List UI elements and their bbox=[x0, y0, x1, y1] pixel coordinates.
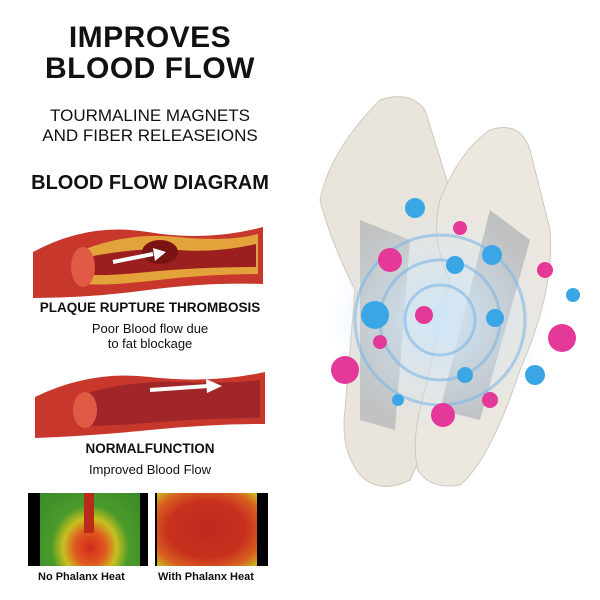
socks-with-ions-illustration bbox=[319, 96, 580, 487]
blocked-caption: PLAQUE RUPTURE THROMBOSIS bbox=[39, 300, 261, 315]
diagram-heading: BLOOD FLOW DIAGRAM bbox=[31, 172, 269, 194]
blocked-desc-line-2: to fat blockage bbox=[107, 336, 193, 351]
heat-label-with: With Phalanx Heat bbox=[158, 571, 254, 583]
ion-particles bbox=[331, 198, 580, 427]
heat-image-with bbox=[155, 493, 268, 566]
subtitle-line-2: AND FIBER RELEASEIONS bbox=[42, 126, 258, 145]
title-line-1: IMPROVES bbox=[68, 21, 232, 54]
normal-caption: NORMALFUNCTION bbox=[85, 441, 215, 456]
title-line-2: BLOOD FLOW bbox=[45, 52, 255, 85]
subtitle-line-1: TOURMALINE MAGNETS bbox=[50, 106, 250, 125]
normal-description: Improved Blood Flow bbox=[88, 462, 212, 477]
normal-vessel-illustration bbox=[35, 372, 265, 438]
heat-image-without bbox=[28, 493, 148, 566]
blocked-vessel-illustration bbox=[33, 227, 263, 298]
blocked-desc-line-1: Poor Blood flow due bbox=[91, 321, 209, 336]
heat-label-without: No Phalanx Heat bbox=[38, 571, 125, 583]
